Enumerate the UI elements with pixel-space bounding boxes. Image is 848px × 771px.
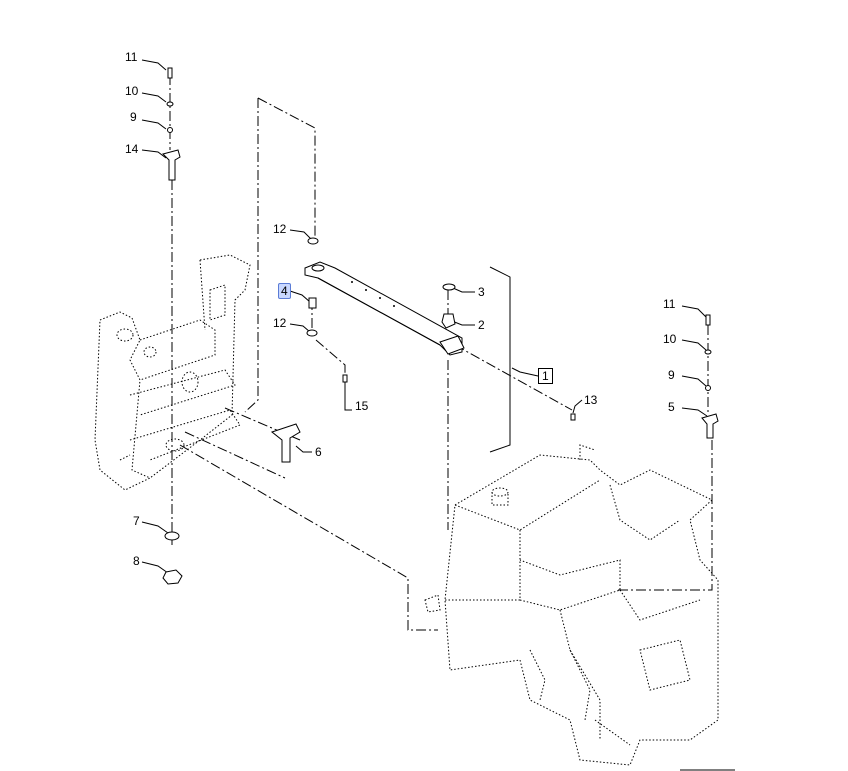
- callout-11[interactable]: 11: [663, 297, 676, 311]
- callout-12[interactable]: 12: [273, 316, 287, 330]
- callout-15[interactable]: 15: [355, 399, 369, 413]
- callout-7[interactable]: 7: [133, 514, 140, 528]
- callout-1-box[interactable]: 1: [538, 368, 553, 384]
- callout-3[interactable]: 3: [478, 285, 485, 299]
- callout-14[interactable]: 14: [125, 142, 139, 156]
- centerlines: [169, 75, 713, 631]
- callout-12[interactable]: 12: [273, 222, 287, 236]
- callout-2[interactable]: 2: [478, 318, 485, 332]
- callout-10[interactable]: 10: [663, 332, 677, 346]
- mounting-bracket: [94, 254, 251, 491]
- front-housing: [424, 444, 719, 766]
- callout-4-highlighted[interactable]: 4: [278, 283, 291, 299]
- callout-9[interactable]: 9: [668, 368, 675, 382]
- callout-5[interactable]: 5: [668, 400, 675, 414]
- callout-10[interactable]: 10: [125, 84, 139, 98]
- callout-9[interactable]: 9: [130, 110, 137, 124]
- top-link-arm: [304, 261, 465, 356]
- callout-6[interactable]: 6: [315, 445, 322, 459]
- callout-13[interactable]: 13: [584, 393, 598, 407]
- callout-8[interactable]: 8: [133, 554, 140, 568]
- callout-11[interactable]: 11: [125, 50, 138, 64]
- leader-lines: [141, 59, 708, 574]
- hardware: [162, 67, 719, 585]
- assembly-bracket: [489, 266, 511, 453]
